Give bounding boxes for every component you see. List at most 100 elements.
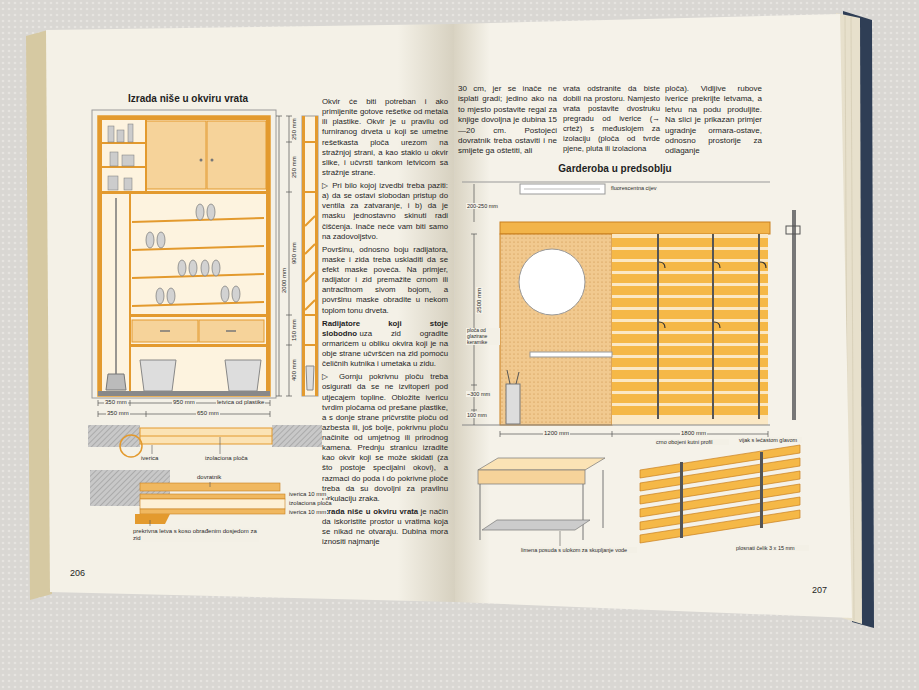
plan-section-part <box>88 425 140 447</box>
niche-cabinet-elevation-part <box>115 198 117 374</box>
part-label: izolaciona ploča <box>204 455 249 462</box>
side-section-part <box>306 366 314 390</box>
wardrobe-elevation-part <box>792 210 796 420</box>
wardrobe-elevation-part-part <box>612 382 768 391</box>
part-label: iverica <box>140 455 159 462</box>
niche-cabinet-elevation-part-part <box>196 204 204 220</box>
wardrobe-elevation-part-part <box>612 310 768 319</box>
niche-cabinet-elevation-part <box>160 330 170 332</box>
niche-cabinet-elevation-part <box>98 391 270 396</box>
plan-section-part <box>140 436 272 437</box>
niche-cabinet-elevation-part-part <box>157 232 165 248</box>
niche-cabinet-elevation-part-part <box>232 286 240 302</box>
part-label: plosnati čelik 3 x 15 mm <box>735 545 809 551</box>
wardrobe-elevation-part-part <box>612 238 768 247</box>
part-label: fluorescentna cijev <box>610 185 658 191</box>
niche-cabinet-elevation-part <box>145 120 147 192</box>
run-in-heading: Izrada niše u okviru vrata <box>322 507 418 516</box>
dimension: 950 mm <box>172 399 196 406</box>
dimension-lines-part <box>286 192 292 193</box>
niche-cabinet-elevation-part <box>128 124 133 142</box>
niche-cabinet-elevation-part <box>132 302 264 306</box>
plan-section <box>88 425 322 457</box>
wardrobe-elevation-part <box>506 384 520 424</box>
niche-cabinet-elevation-part <box>129 194 131 392</box>
paragraph: Radijatore koji stoje slobodnouza zid og… <box>322 319 448 370</box>
niche-cabinet-elevation-part <box>117 130 124 142</box>
dimension: 150 mm <box>291 318 298 342</box>
body-text: ploča). Vidljive rubove iverice prekrijt… <box>665 84 762 157</box>
dimension-lines-part <box>286 396 292 397</box>
dimension: 400 mm <box>291 358 298 382</box>
shoe-tray-detail-part <box>478 470 585 484</box>
wardrobe-elevation-part <box>530 352 612 357</box>
wardrobe-elevation-part <box>612 431 613 437</box>
side-section-part <box>305 314 315 316</box>
wardrobe-elevation-part-part <box>612 358 768 367</box>
niche-cabinet-elevation-part <box>199 320 264 342</box>
dimension: ~300 mm <box>466 391 491 397</box>
wardrobe-elevation-part <box>500 434 768 435</box>
wardrobe-elevation-part-part <box>612 298 768 307</box>
shoe-tray-detail-part <box>482 520 590 530</box>
shoe-tray-detail-part <box>480 484 481 540</box>
wardrobe-elevation-part-part <box>612 406 768 415</box>
dimension: 250 mm <box>291 155 298 179</box>
niche-cabinet-elevation-part-part <box>207 204 215 220</box>
niche-cabinet-elevation-part <box>130 344 270 347</box>
niche-cabinet-elevation <box>92 110 276 398</box>
wardrobe-elevation-part <box>612 234 768 425</box>
niche-cabinet-elevation-part <box>200 159 203 162</box>
dimension-lines-part <box>130 400 131 406</box>
paragraph: Površinu, odnosno boju radijatora, maske… <box>322 245 448 316</box>
slat-detail-part <box>760 452 763 528</box>
niche-cabinet-elevation-part <box>140 360 176 391</box>
niche-cabinet-elevation-part <box>266 116 270 396</box>
dimension: 1200 mm <box>543 430 570 437</box>
section-heading: Garderoba u predsoblju <box>540 163 690 175</box>
dimension-lines-part <box>289 116 290 396</box>
dimension-lines-part <box>276 396 282 397</box>
side-section-part <box>305 344 315 346</box>
side-section-part <box>305 141 315 143</box>
niche-cabinet-elevation-part <box>92 110 276 398</box>
niche-cabinet-elevation-part <box>98 116 270 120</box>
niche-cabinet-elevation-part <box>110 152 118 166</box>
dimension-lines <box>98 116 292 417</box>
wardrobe-elevation-part-part <box>612 370 768 379</box>
side-section-part <box>302 116 318 396</box>
niche-cabinet-elevation-part <box>108 126 114 142</box>
niche-cabinet-elevation-part-part <box>201 260 209 276</box>
dimension-lines-part <box>270 400 271 406</box>
wardrobe-elevation-part <box>612 238 768 415</box>
paragraph: Izrada niše u okviru vrataje način da is… <box>322 507 448 548</box>
dimension: 200-250 mm <box>466 203 499 209</box>
niche-cabinet-elevation-part <box>98 116 270 396</box>
wardrobe-elevation-part-part <box>612 274 768 283</box>
niche-cabinet-elevation-part-part <box>221 286 229 302</box>
plan-section-part <box>140 428 272 444</box>
background-part <box>454 14 852 618</box>
slat-detail <box>640 445 800 543</box>
plan-section-part <box>272 425 322 447</box>
wardrobe-elevation-part <box>500 431 501 437</box>
side-section-part <box>302 116 305 396</box>
side-section-part <box>305 216 315 226</box>
dimension-lines-part <box>146 411 147 417</box>
wardrobe-elevation-part-part <box>612 334 768 343</box>
wardrobe-elevation-part <box>500 234 612 425</box>
niche-cabinet-elevation-part <box>122 155 134 166</box>
niche-cabinet-elevation-part-part <box>167 288 175 304</box>
wardrobe-elevation-part <box>471 385 477 386</box>
dimension-lines-part <box>286 345 292 346</box>
joint-detail-part <box>135 514 170 524</box>
wardrobe-elevation-part-part <box>612 286 768 295</box>
wardrobe-elevation-part <box>786 226 800 234</box>
dimension: 650 mm <box>196 410 220 417</box>
dimension: 250 mm <box>291 117 298 141</box>
niche-cabinet-elevation-part-part <box>178 260 186 276</box>
niche-cabinet-elevation-part <box>102 166 146 168</box>
